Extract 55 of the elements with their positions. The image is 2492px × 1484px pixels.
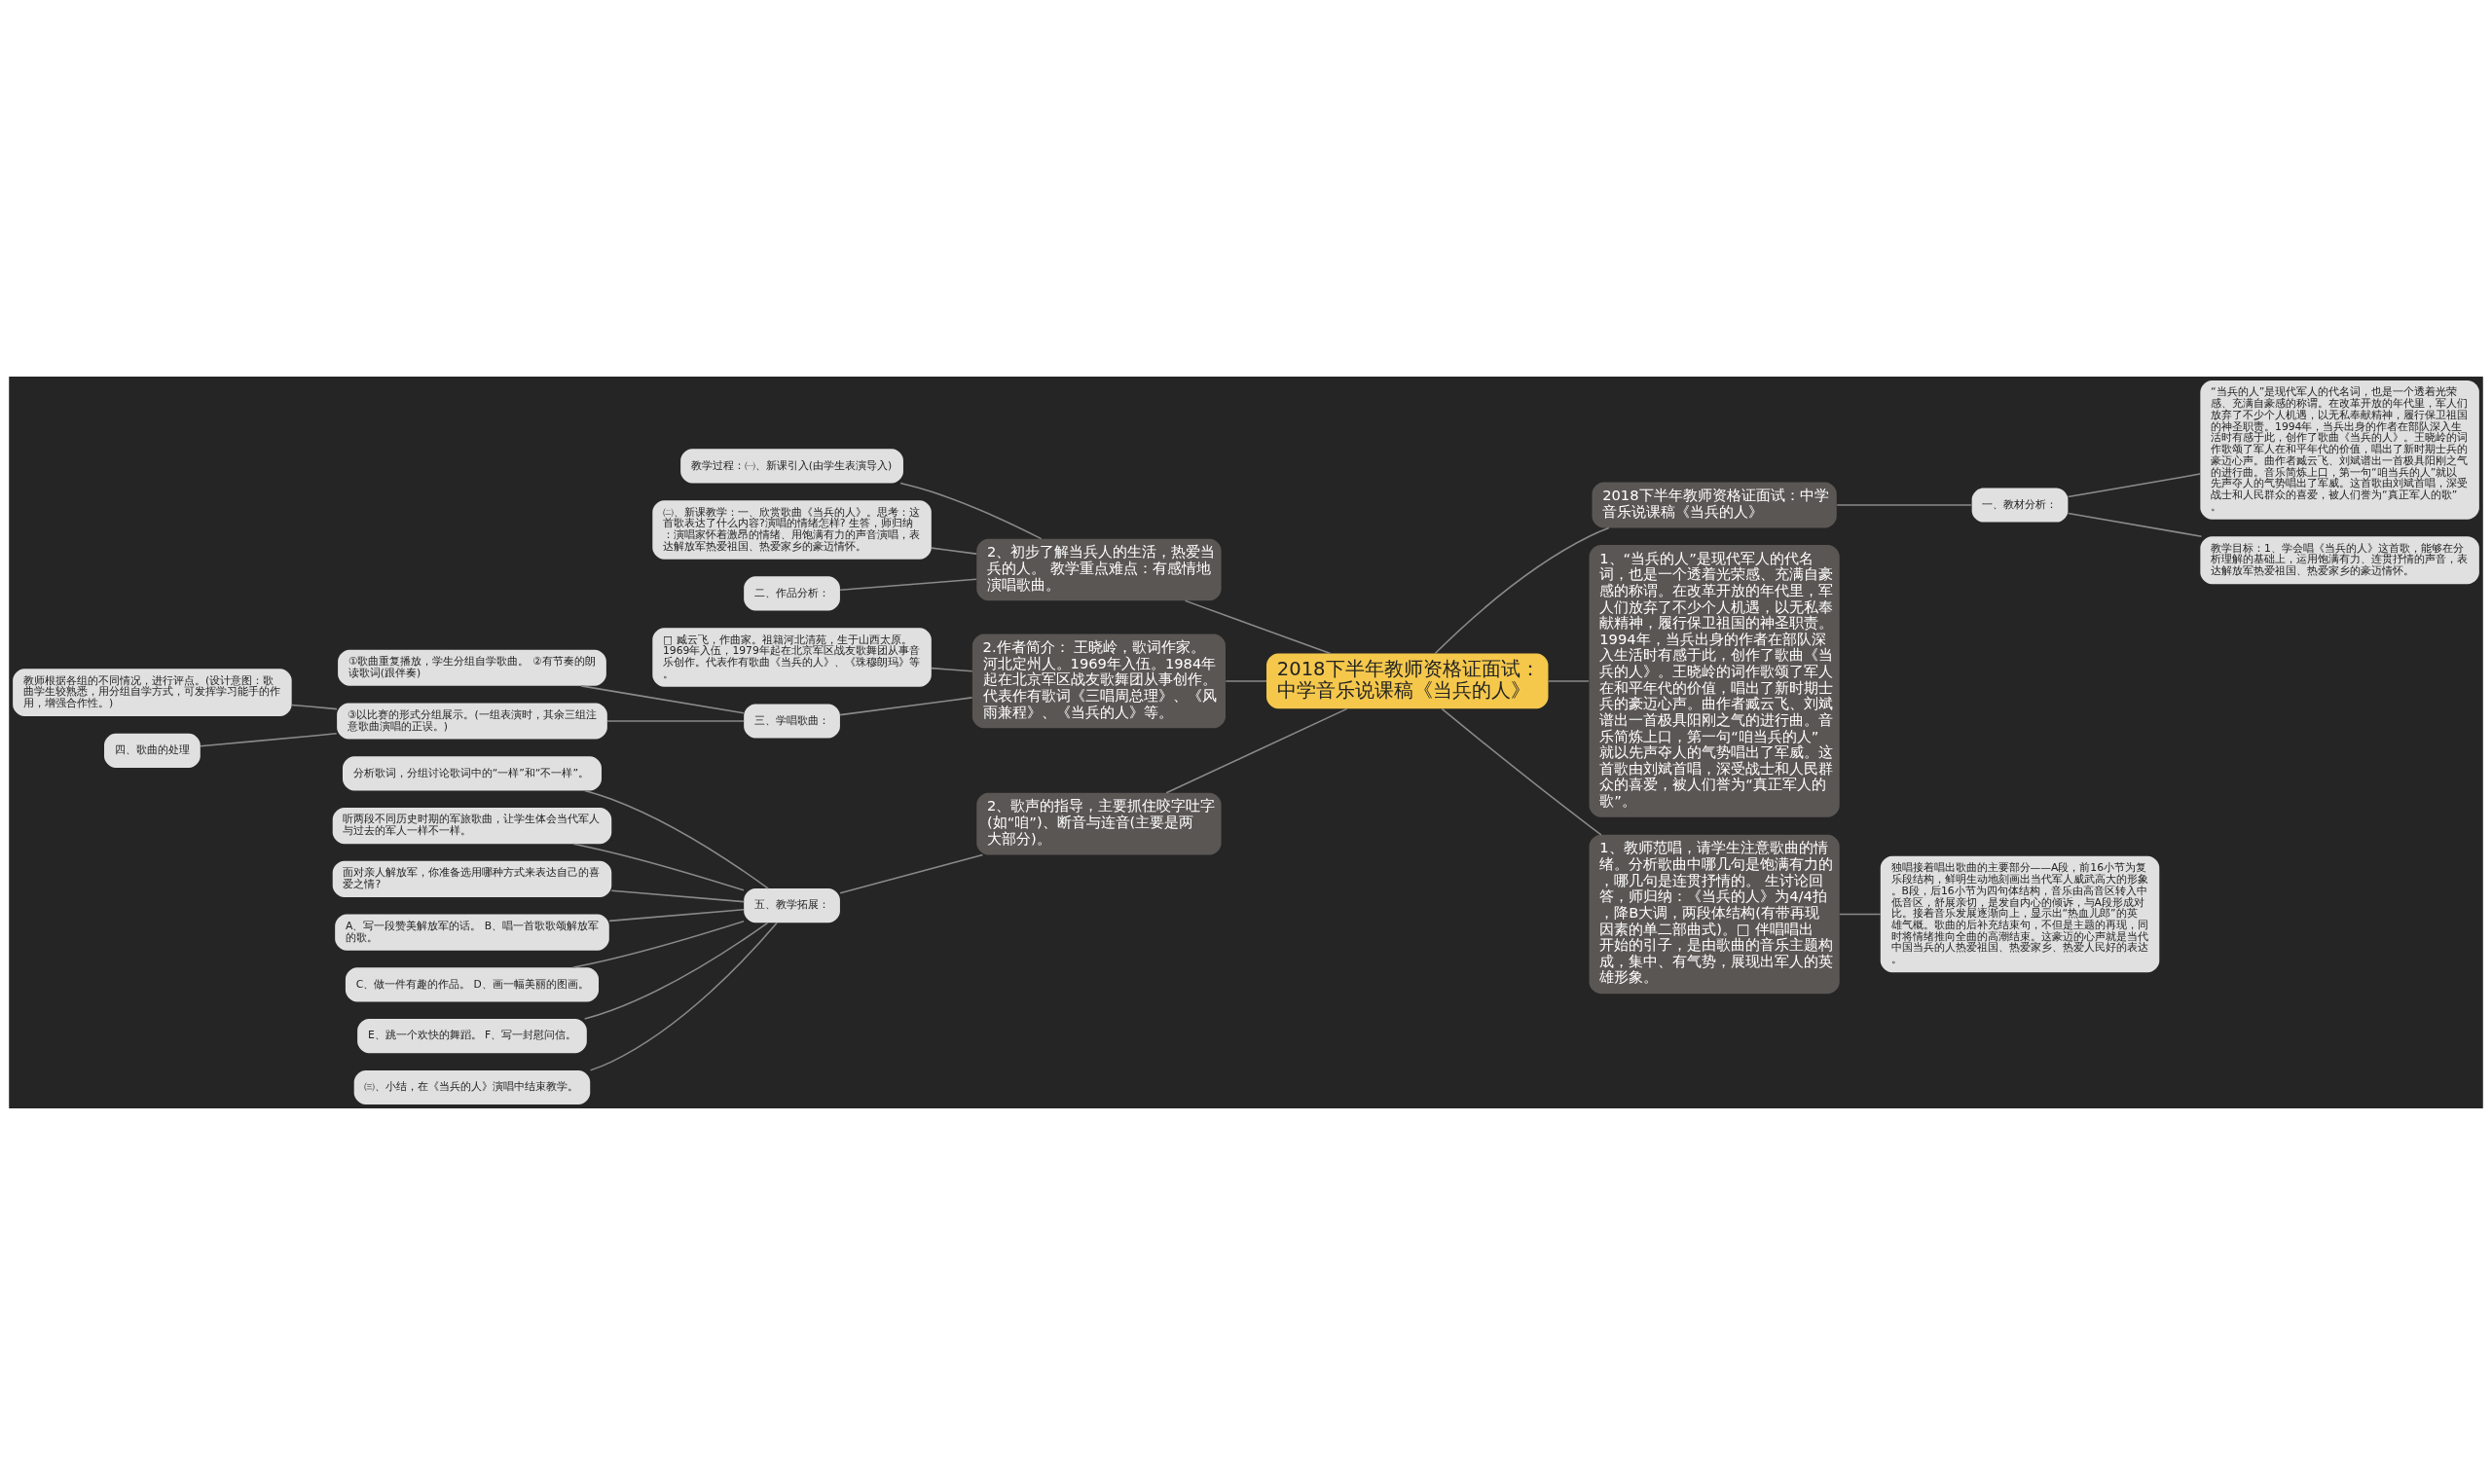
node-box: □ 臧云飞，作曲家。祖籍河北清苑，生于山西太原。1969年入伍，1979年起在北京军区战友歌舞团从事音乐创作。代表作有歌曲《当兵的人》、《珠穆朗玛》等。 bbox=[652, 627, 932, 687]
connector bbox=[1184, 599, 1332, 654]
connector bbox=[2067, 512, 2203, 537]
node-box: 2.作者简介： 王晓岭，歌词作家。河北定州人。1969年入伍。1984年起在北京军区战友歌舞团从事创作。代表作有歌词《三唱周总理》、《风雨兼程》、《当兵的人》等。 bbox=[971, 633, 1226, 728]
node-box: ③以比赛的形式分组展示。(一组表演时，其余三组注意歌曲演唱的正误。) bbox=[337, 702, 607, 740]
node-box: 面对亲人解放军，你准备选用哪种方式来表达自己的喜爱之情? bbox=[332, 860, 612, 897]
connector bbox=[899, 482, 1043, 539]
node-box: ①歌曲重复播放，学生分组自学歌曲。 ②有节奏的朗读歌词(跟伴奏) bbox=[338, 649, 606, 686]
connector bbox=[2067, 472, 2201, 497]
node-box: 四、歌曲的处理 bbox=[104, 733, 201, 768]
node-box: ㈡、新课教学：一、欣赏歌曲《当兵的人》。思考：这首歌表达了什么内容?演唱的情绪怎样? 生答，师归纳：演唱家怀着激昂的情绪、用饱满有力的声音演唱，表达解放军热爱祖国、热爱家乡的豪迈情怀。 bbox=[652, 499, 932, 560]
node-box: ㈢、小结，在《当兵的人》演唱中结束教学。 bbox=[353, 1069, 591, 1104]
connector bbox=[589, 922, 778, 1071]
connector bbox=[608, 908, 745, 922]
node-box: 2、歌声的指导，主要抓住咬字吐字(如“咱”)、断音与连音(主要是两大部分)。 bbox=[976, 792, 1222, 854]
connector bbox=[606, 719, 745, 722]
connector bbox=[571, 920, 745, 968]
node-box: 2、初步了解当兵人的生活，热爱当兵的人。 教学重点难点：有感情地演唱歌曲。 bbox=[976, 538, 1222, 600]
connector bbox=[583, 922, 769, 1020]
connector bbox=[1547, 679, 1590, 682]
node-box: 教学过程：㈠、新课引入(由学生表演导入) bbox=[680, 448, 903, 483]
connector bbox=[839, 577, 977, 591]
node-box: C、做一件有趣的作品。 D、画一幅美丽的图画。 bbox=[345, 966, 600, 1001]
node-box: 二、作品分析： bbox=[744, 575, 840, 611]
node-box: 听两段不同历史时期的军旅歌曲，让学生体会当代军人与过去的军人一样不一样。 bbox=[332, 807, 612, 844]
connector bbox=[1165, 707, 1348, 794]
node-box: 教学目标：1、学会唱《当兵的人》这首歌，能够在分析理解的基础上，运用饱满有力、连贯抒情的声音，表达解放军热爱祖国、热爱家乡的豪迈情怀。 bbox=[2200, 535, 2479, 584]
connector bbox=[1225, 679, 1267, 682]
connector bbox=[931, 667, 973, 672]
connector bbox=[610, 889, 745, 902]
node-box: 1、“当兵的人”是现代军人的代名词，也是一个透着光荣感、充满自豪感的称谓。在改革开放的年代里，军人们放弃了不少个人机遇，以无私奉献精神，履行保卫祖国的神圣职责。1994年，当兵出身的作者在部队深入生活时有感于此，创作了歌曲《当兵的人》。王晓岭的词作歌颂了军人在和平年代的价值，唱出了新时期士兵的豪迈心声。曲作者臧云飞、刘斌谱出一首极具阳刚之气的进行曲。音乐简炼上口，第一句“咱当兵的人”就以先声夺人的气势唱出了军威。这首歌由刘斌首唱，深受战士和人民群众的喜爱，被人们誉为“真正军人的歌”。 bbox=[1589, 544, 1840, 817]
node-box: A、写一段赞美解放军的话。 B、唱一首歌歌颂解放军的歌。 bbox=[335, 914, 609, 951]
connector bbox=[1839, 913, 1882, 915]
connector bbox=[1441, 707, 1602, 836]
node-box: 独唱接着唱出歌曲的主要部分——A段，前16小节为复乐段结构，鲜明生动地刻画出当代军人威武高大的形象。B段，后16小节为四句体结构，音乐由高音区转入中低音区，舒展亲切，是发自内心的倾诉，与A段形成对比。接着音乐发展逐渐向上，显示出“热血儿郎”的英雄气概。歌曲的后补充结束句，不但是主题的再现，同时将情绪推向全曲的高潮结束。这豪迈的心声就是当代中国当兵的人热爱祖国、热爱家乡、热爱人民好的表达。 bbox=[1880, 855, 2160, 972]
connector bbox=[1836, 503, 1973, 506]
connector bbox=[290, 704, 338, 709]
connector bbox=[839, 696, 973, 715]
node-box: E、跳一个欢快的舞蹈。 F、写一封慰问信。 bbox=[357, 1018, 587, 1053]
connector bbox=[839, 853, 984, 893]
connector bbox=[200, 732, 338, 747]
connector bbox=[572, 842, 745, 891]
node-box: 分析歌词，分组讨论歌词中的“一样”和“不一样”。 bbox=[343, 755, 602, 790]
node-box: 教师根据各组的不同情况，进行评点。(设计意图：歌曲学生较熟悉，用分组自学方式，可发挥学习能手的作用，增强合作性。) bbox=[13, 668, 292, 716]
connector bbox=[931, 546, 977, 555]
node-box: 三、学唱歌曲： bbox=[744, 703, 840, 739]
node-box: 1、教师范唱，请学生注意歌曲的情绪。分析歌曲中哪几句是饱满有力的，哪几句是连贯抒情的。 生讨论回答，师归纳：《当兵的人》为4/4拍，降B大调，两段体结构(有带再现因素的单二部曲式)。□ 伴唱唱出开始的引子，是由歌曲的音乐主题构成，集中、有气势，展现出军人的英雄形象。 bbox=[1589, 834, 1840, 994]
connector bbox=[580, 684, 745, 714]
node-box: 2018下半年教师资格证面试：中学音乐说课稿《当兵的人》 bbox=[1266, 653, 1549, 708]
node-box: “当兵的人”是现代军人的代名词，也是一个透着光荣感、充满自豪感的称谓。在改革开放的年代里，军人们放弃了不少个人机遇，以无私奉献精神，履行保卫祖国的神圣职责。1994年，当兵出身的作者在部队深入生活时有感于此，创作了歌曲《当兵的人》。王晓岭的词作歌颂了军人在和平年代的价值，唱出了新时期士兵的豪迈心声。曲作者臧云飞、刘斌谱出一首极具阳刚之气的进行曲。音乐简炼上口，第一句“咱当兵的人”就以先声夺人的气势唱出了军威。这首歌由刘斌首唱，深受战士和人民群众的喜爱，被人们誉为“真正军人的歌”。 bbox=[2200, 380, 2479, 520]
node-box: 五、教学拓展： bbox=[744, 887, 840, 923]
node-box: 一、教材分析： bbox=[1971, 487, 2069, 523]
node-box: 2018下半年教师资格证面试：中学音乐说课稿《当兵的人》 bbox=[1592, 482, 1837, 527]
connector bbox=[1434, 526, 1610, 654]
connector bbox=[583, 789, 769, 889]
